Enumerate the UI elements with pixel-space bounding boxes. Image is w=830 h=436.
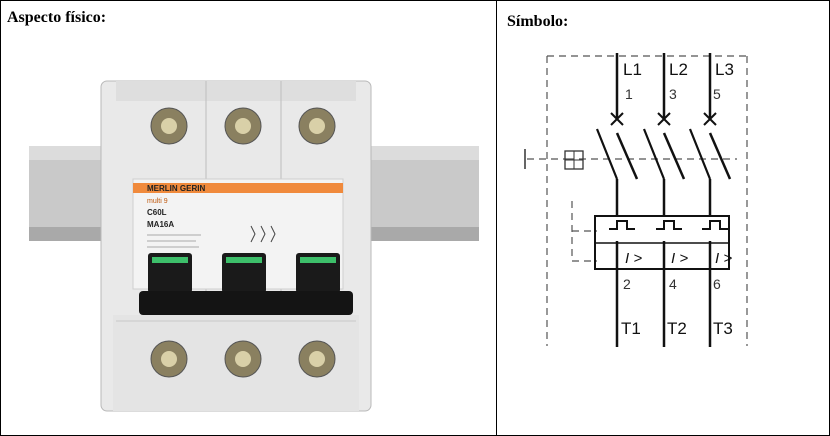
terminal-label-5: 5 xyxy=(713,86,721,102)
cell-divider xyxy=(496,1,497,435)
brand-band xyxy=(133,183,343,193)
trip-label-2: I > xyxy=(671,250,688,267)
switch-blades xyxy=(595,128,712,180)
rating-text: MA16A xyxy=(147,220,174,229)
pole-lines xyxy=(615,53,732,347)
top-screws xyxy=(150,107,336,145)
line-label-l3: L3 xyxy=(715,60,734,79)
terminal-label-3: 3 xyxy=(669,86,677,102)
line-label-l2: L2 xyxy=(669,60,688,79)
model-text: C60L xyxy=(147,208,167,217)
symbol-cell: Símbolo: xyxy=(497,1,829,435)
line-label-l1: L1 xyxy=(623,60,642,79)
trip-label-3: I > xyxy=(715,250,732,267)
symbol-heading: Símbolo: xyxy=(507,13,569,30)
thermal-elements xyxy=(609,220,728,230)
contact-marks xyxy=(610,112,717,126)
terminal-label-2: 2 xyxy=(623,276,631,292)
toggle-levers xyxy=(148,253,340,293)
terminal-label-1: 1 xyxy=(625,86,633,102)
output-label-t3: T3 xyxy=(713,319,733,338)
circuit-breaker-photo: MERLIN GERIN multi 9 C60L MA16A xyxy=(29,80,479,412)
breaker-symbol-diagram: L1 L2 L3 1 3 5 I > I > I > 2 4 6 T1 T2 T… xyxy=(524,53,748,347)
output-label-t2: T2 xyxy=(667,319,687,338)
output-label-t1: T1 xyxy=(621,319,641,338)
physical-aspect-heading: Aspecto físico: xyxy=(7,9,107,26)
terminal-label-6: 6 xyxy=(713,276,721,292)
bottom-screws xyxy=(150,340,336,378)
series-text: multi 9 xyxy=(147,198,168,205)
physical-aspect-cell: Aspecto físico: xyxy=(1,1,496,435)
trip-label-1: I > xyxy=(625,250,642,267)
terminal-label-4: 4 xyxy=(669,276,677,292)
handle-bar xyxy=(139,291,353,315)
dashed-frame xyxy=(527,55,748,346)
brand-text: MERLIN GERIN xyxy=(147,184,205,193)
